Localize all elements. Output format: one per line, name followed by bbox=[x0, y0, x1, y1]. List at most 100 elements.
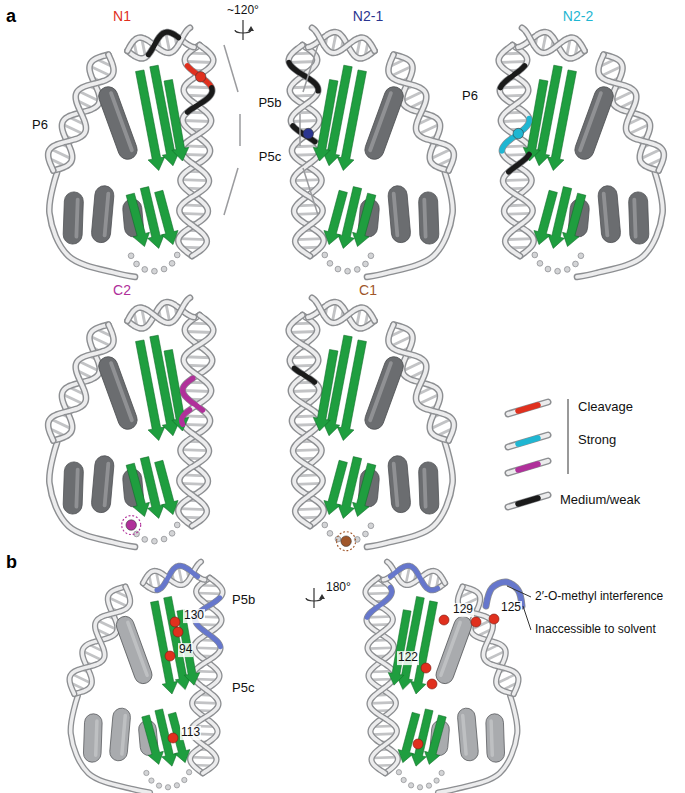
disordered-residue bbox=[408, 783, 413, 788]
disordered-residue bbox=[174, 783, 179, 788]
site-dot bbox=[471, 617, 481, 627]
site-dot bbox=[170, 617, 180, 627]
probing-segment bbox=[500, 66, 524, 88]
helix-label: P6 bbox=[32, 118, 48, 133]
helix-label: P5b bbox=[258, 96, 281, 111]
helix-cylinder bbox=[91, 455, 115, 513]
legend-tube bbox=[508, 495, 548, 507]
rna-backbone-fill bbox=[312, 28, 375, 53]
beta-strand bbox=[313, 350, 338, 431]
rotation-label: 180° bbox=[326, 581, 351, 595]
probing-segment bbox=[390, 566, 437, 590]
residue-number: 94 bbox=[178, 643, 193, 657]
base-pair bbox=[505, 239, 533, 240]
probing-segment bbox=[182, 410, 190, 425]
probing-segment bbox=[187, 88, 212, 112]
rna-backbone-fill bbox=[522, 28, 585, 53]
rna-backbone bbox=[49, 172, 135, 277]
disordered-residue bbox=[144, 770, 149, 775]
helix-label: P6 bbox=[462, 89, 478, 104]
base-pair bbox=[289, 331, 317, 332]
guide-line bbox=[299, 114, 301, 146]
base-pair bbox=[295, 509, 323, 510]
rotation-label: ~120° bbox=[227, 4, 259, 18]
disordered-residue bbox=[578, 253, 584, 259]
helix-cylinder bbox=[109, 707, 131, 761]
helix-label: P5c bbox=[232, 681, 254, 696]
rotation-icon bbox=[306, 588, 325, 608]
rna-protein-structure bbox=[365, 562, 518, 793]
helix-shine bbox=[103, 192, 111, 238]
rna-protein-structure bbox=[48, 298, 213, 547]
helix-cylinder bbox=[362, 354, 406, 432]
rna-backbone bbox=[367, 172, 453, 277]
protein-helix bbox=[91, 455, 115, 513]
protein-helix bbox=[96, 84, 140, 162]
base-pair bbox=[499, 61, 527, 62]
rna-protein-structure bbox=[70, 562, 223, 793]
disordered-residue bbox=[149, 778, 154, 783]
beta-strand bbox=[388, 610, 411, 685]
site-dot bbox=[195, 72, 205, 82]
rotation-arrowhead bbox=[319, 594, 325, 599]
legend-text: Medium/weak bbox=[560, 493, 640, 508]
beta-strand bbox=[155, 190, 178, 244]
panel-title: N2-1 bbox=[353, 8, 383, 24]
base-pair bbox=[181, 180, 209, 181]
disordered-residue bbox=[322, 252, 328, 258]
base-pair bbox=[293, 450, 321, 451]
probing-segment bbox=[294, 368, 314, 382]
helix-shine bbox=[120, 714, 127, 756]
helix-shine bbox=[439, 620, 463, 677]
helix-shine bbox=[94, 719, 99, 757]
helix-cylinder bbox=[486, 714, 505, 763]
disordered-residue bbox=[417, 785, 422, 790]
legend-tube bbox=[508, 461, 548, 473]
rna-backbone bbox=[71, 696, 150, 793]
legend-swatch bbox=[518, 405, 538, 411]
protein-helix bbox=[91, 185, 115, 243]
protein-helix bbox=[83, 714, 102, 763]
dashed-ring bbox=[337, 532, 356, 551]
residue-number: 113 bbox=[180, 726, 201, 740]
leader-line bbox=[507, 586, 531, 597]
panel-title: C2 bbox=[113, 282, 131, 298]
residue-number: 130 bbox=[183, 609, 205, 623]
disordered-residue bbox=[354, 267, 360, 273]
probing-segment bbox=[289, 62, 318, 91]
base-pair bbox=[291, 391, 319, 392]
disordered-residue bbox=[152, 538, 158, 544]
helix-shine bbox=[422, 198, 427, 239]
guide-line bbox=[224, 45, 238, 92]
rna-backbone-fill bbox=[438, 696, 517, 793]
disordered-residue bbox=[335, 266, 341, 272]
panel-title: N1 bbox=[113, 8, 131, 24]
helix-shine bbox=[422, 468, 427, 509]
disordered-residue bbox=[545, 266, 551, 272]
rna-backbone-fill bbox=[49, 172, 135, 277]
disordered-residue bbox=[161, 536, 167, 542]
beta-strand bbox=[534, 190, 557, 244]
protein-helix bbox=[597, 185, 621, 243]
site-dot bbox=[173, 627, 183, 637]
protein-helix bbox=[387, 185, 411, 243]
residue-number: 122 bbox=[397, 651, 419, 665]
disordered-residue bbox=[327, 530, 333, 536]
disordered-residue bbox=[128, 253, 134, 259]
probing-segment bbox=[509, 154, 530, 172]
disordered-residue bbox=[327, 260, 333, 266]
base-pair bbox=[185, 331, 213, 332]
rna-backbone bbox=[367, 442, 453, 547]
base-pair bbox=[181, 450, 209, 451]
protein-helix bbox=[418, 462, 439, 515]
disordered-residue bbox=[363, 261, 369, 267]
rna-backbone-fill bbox=[577, 172, 663, 277]
helix-cylinder bbox=[597, 185, 621, 243]
disordered-residue bbox=[363, 531, 369, 537]
rna-backbone-fill bbox=[71, 696, 150, 793]
disordered-residue bbox=[564, 267, 570, 273]
protein-helix bbox=[63, 192, 84, 245]
beta-strand bbox=[164, 80, 189, 161]
beta-strand bbox=[398, 712, 420, 762]
base-pair bbox=[501, 121, 529, 122]
